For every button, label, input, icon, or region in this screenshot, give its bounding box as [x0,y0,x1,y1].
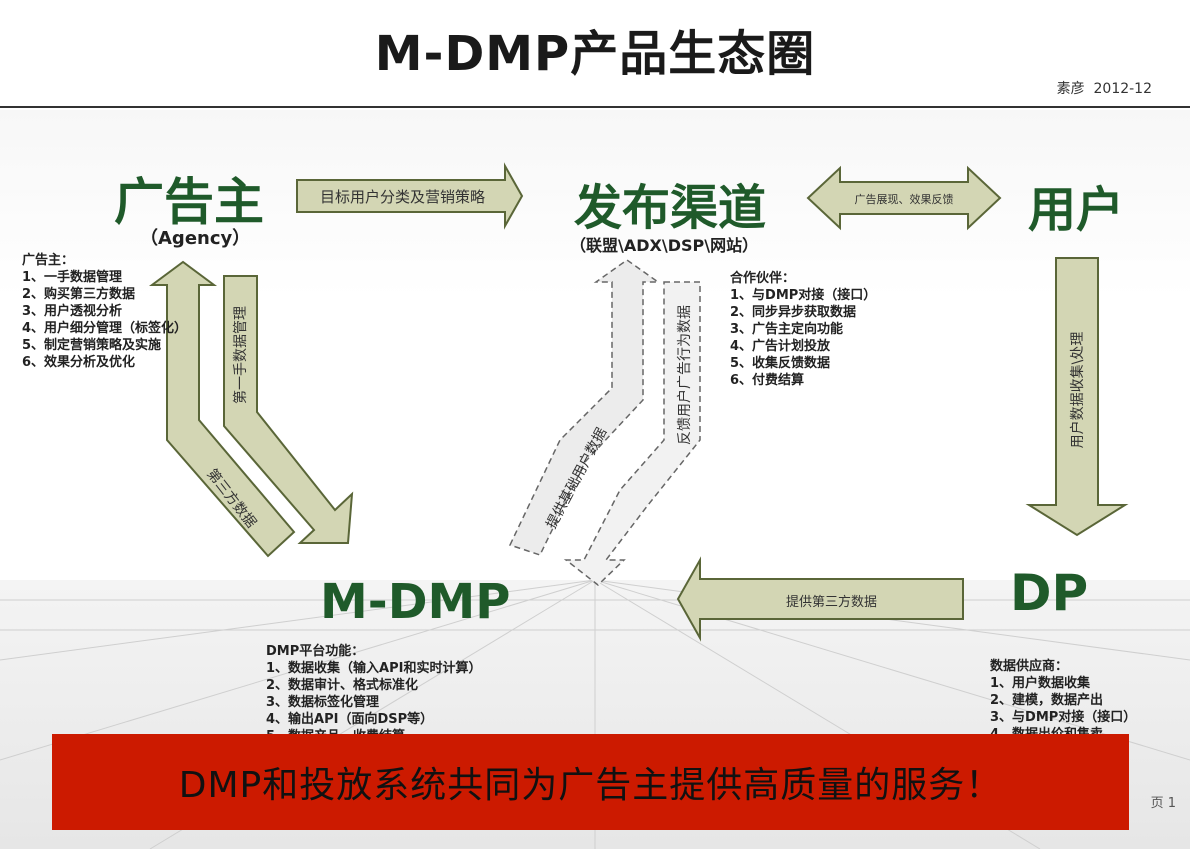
arrow-third-party [148,260,296,558]
arrow-dp-to-mdmp [676,556,964,642]
arrow-first-party [223,275,354,544]
arrow-adv-to-pub-label: 目标用户分类及营销策略 [319,188,485,206]
partner-function-list: 合作伙伴： 1、与DMP对接（接口） 2、同步异步获取数据 3、广告主定向功能 … [730,270,876,389]
arrow-pub-user-label: 广告展现、效果反馈 [854,193,954,206]
arrow-feedback [563,281,701,586]
arrow-pub-user [806,165,1002,231]
list-item: 2、购买第三方数据 [22,287,136,302]
node-dp: DP [1010,564,1089,622]
node-user: 用户 [1028,182,1125,238]
list-item: 5、收集反馈数据 [730,356,831,371]
list-item: 4、输出API（面向DSP等） [266,712,434,727]
dp-function-list: 数据供应商： 1、用户数据收集 2、建模，数据产出 3、与DMP对接（接口） 4… [990,658,1136,743]
list-heading: 广告主： [22,253,75,268]
list-item: 1、数据收集（输入API和实时计算） [266,661,482,676]
author-date: 素彦 2012-12 [1057,78,1152,98]
author: 素彦 [1056,81,1085,97]
list-item: 3、用户透视分析 [22,304,123,319]
arrow-first-party-label: 第一手数据管理 [233,306,249,404]
list-item: 2、同步异步获取数据 [730,305,857,320]
list-item: 6、效果分析及优化 [22,355,136,370]
arrow-user-to-dp [1025,257,1129,537]
list-heading: 合作伙伴： [730,271,796,286]
node-advertiser: 广告主 [114,173,264,231]
arrow-feedback-label: 反馈用户广告行为数据 [677,305,693,445]
list-item: 4、广告计划投放 [730,339,831,354]
node-publisher: 发布渠道 [574,180,767,236]
list-item: 1、与DMP对接（接口） [730,288,877,303]
node-mdmp: M-DMP [320,574,511,630]
date: 2012-12 [1093,81,1153,97]
list-item: 1、一手数据管理 [22,270,123,285]
dmp-function-list: DMP平台功能： 1、数据收集（输入API和实时计算） 2、数据审计、格式标准化… [266,643,481,745]
summary-banner-text: DMP和投放系统共同为广告主提供高质量的服务！ [178,765,1003,806]
page-number: 页 1 [1150,796,1176,811]
list-item: 5、制定营销策略及实施 [22,338,162,353]
title-divider [0,106,1190,108]
page-title: M-DMP产品生态圈 [374,26,816,82]
list-item: 6、付费结算 [730,373,805,388]
list-item: 4、用户细分管理（标签化） [22,321,188,336]
arrow-user-to-dp-label: 用户数据收集\处理 [1070,331,1086,449]
list-heading: DMP平台功能： [266,644,365,659]
list-item: 3、与DMP对接（接口） [990,710,1137,725]
list-item: 1、用户数据收集 [990,676,1091,691]
arrow-basic-data [508,259,661,556]
list-item: 2、数据审计、格式标准化 [266,678,419,693]
advertiser-function-list: 广告主： 1、一手数据管理 2、购买第三方数据 3、用户透视分析 4、用户细分管… [22,252,187,371]
list-item: 3、广告主定向功能 [730,322,844,337]
node-advertiser-sub: （Agency） [140,228,251,249]
list-item: 2、建模，数据产出 [990,693,1104,708]
list-heading: 数据供应商： [990,659,1069,674]
arrow-dp-to-mdmp-label: 提供第三方数据 [785,595,877,610]
list-item: 3、数据标签化管理 [266,695,380,710]
summary-banner: DMP和投放系统共同为广告主提供高质量的服务！ [52,734,1129,830]
node-publisher-sub: （联盟\ADX\DSP\网站） [570,236,759,255]
arrow-adv-to-pub [296,162,524,230]
